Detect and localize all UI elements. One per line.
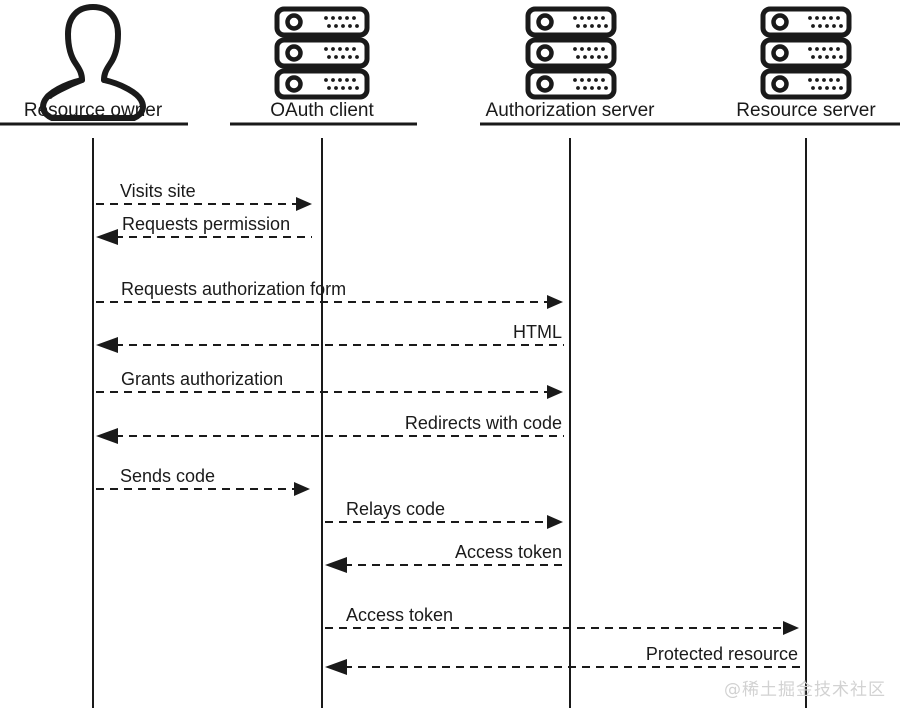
- message-protected-resource: Protected resource: [325, 644, 800, 675]
- message-label: Protected resource: [646, 644, 798, 664]
- message-requests-permission: Requests permission: [96, 214, 312, 245]
- participant-icon-client: [274, 6, 370, 100]
- arrow-head-right-icon: [294, 482, 310, 496]
- message-label: Requests authorization form: [121, 279, 346, 299]
- message-redirects-with-code: Redirects with code: [96, 413, 564, 444]
- message-relays-code: Relays code: [325, 499, 563, 529]
- arrow-head-left-icon: [96, 428, 118, 444]
- message-requests-authorization-form: Requests authorization form: [96, 279, 563, 309]
- arrow-head-right-icon: [547, 295, 563, 309]
- arrow-head-right-icon: [547, 515, 563, 529]
- arrow-head-left-icon: [325, 659, 347, 675]
- message-label: Grants authorization: [121, 369, 283, 389]
- message-label: Visits site: [120, 181, 196, 201]
- arrow-head-left-icon: [96, 337, 118, 353]
- participant-icon-rsrc: [760, 6, 852, 100]
- message-label: Sends code: [120, 466, 215, 486]
- participant-label-rsrc: Resource server: [736, 100, 876, 121]
- watermark: @稀土掘金技术社区: [724, 680, 886, 700]
- message-label: Redirects with code: [405, 413, 562, 433]
- participant-label-auth: Authorization server: [486, 100, 656, 121]
- arrow-head-left-icon: [96, 229, 118, 245]
- message-label: Relays code: [346, 499, 445, 519]
- message-access-token-auth: Access token: [325, 542, 564, 573]
- message-access-token-resource: Access token: [325, 605, 799, 635]
- message-html: HTML: [96, 322, 564, 353]
- arrow-head-right-icon: [783, 621, 799, 635]
- message-visits-site: Visits site: [96, 181, 312, 211]
- message-grants-authorization: Grants authorization: [96, 369, 563, 399]
- arrow-head-left-icon: [325, 557, 347, 573]
- message-label: Access token: [346, 605, 453, 625]
- participant-icon-owner: [40, 4, 146, 121]
- message-sends-code: Sends code: [96, 466, 310, 496]
- message-label: Access token: [455, 542, 562, 562]
- message-label: Requests permission: [122, 214, 290, 234]
- arrow-head-right-icon: [296, 197, 312, 211]
- participant-icon-auth: [525, 6, 617, 100]
- arrow-head-right-icon: [547, 385, 563, 399]
- participant-label-owner: Resource owner: [24, 100, 163, 121]
- message-label: HTML: [513, 322, 562, 342]
- participant-label-client: OAuth client: [270, 100, 374, 121]
